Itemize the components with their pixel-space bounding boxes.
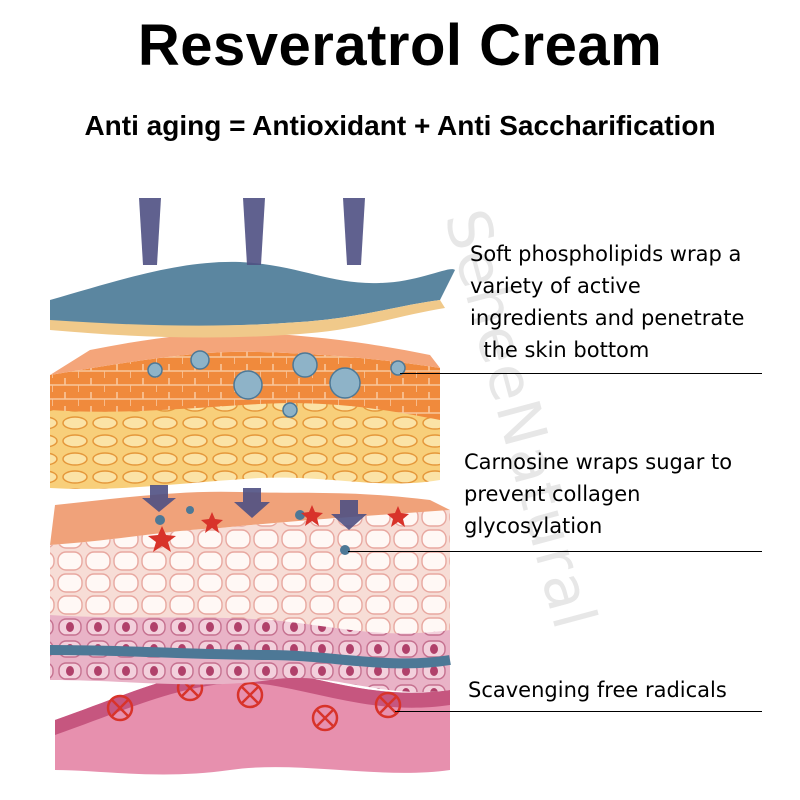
annotation-free-radicals: Scavenging free radicals	[468, 674, 727, 706]
annotation-line: ingredients and penetrate	[470, 306, 745, 330]
annotation-line: variety of active	[470, 274, 641, 298]
brick-layer	[50, 332, 440, 489]
pointer-line-free-radicals	[395, 711, 762, 712]
annotation-carnosine: Carnosine wraps sugar to prevent collage…	[464, 446, 732, 542]
annotation-phospholipids: Soft phospholipids wrap a variety of act…	[470, 238, 744, 366]
annotation-line: prevent collagen	[464, 482, 641, 506]
annotation-line: Soft phospholipids wrap a	[470, 242, 742, 266]
page-subtitle: Anti aging = Antioxidant + Anti Sacchari…	[84, 110, 716, 141]
annotation-line: glycosylation	[464, 514, 603, 538]
phospholipid-bubble	[147, 350, 406, 418]
annotation-line: the skin bottom	[470, 338, 650, 362]
bottom-layer	[55, 668, 450, 775]
collagen-marker	[148, 505, 409, 555]
page-title: Resveratrol Cream	[137, 13, 663, 78]
free-radical-marker	[106, 674, 402, 732]
annotation-line: Scavenging free radicals	[468, 678, 727, 702]
annotation-line: Carnosine wraps sugar to	[464, 450, 733, 474]
pointer-line-carnosine	[348, 551, 762, 552]
cell-layer	[49, 491, 451, 693]
surface-layer	[50, 261, 455, 338]
penetration-arrows	[139, 198, 367, 530]
pointer-line-phospholipids	[400, 373, 762, 374]
